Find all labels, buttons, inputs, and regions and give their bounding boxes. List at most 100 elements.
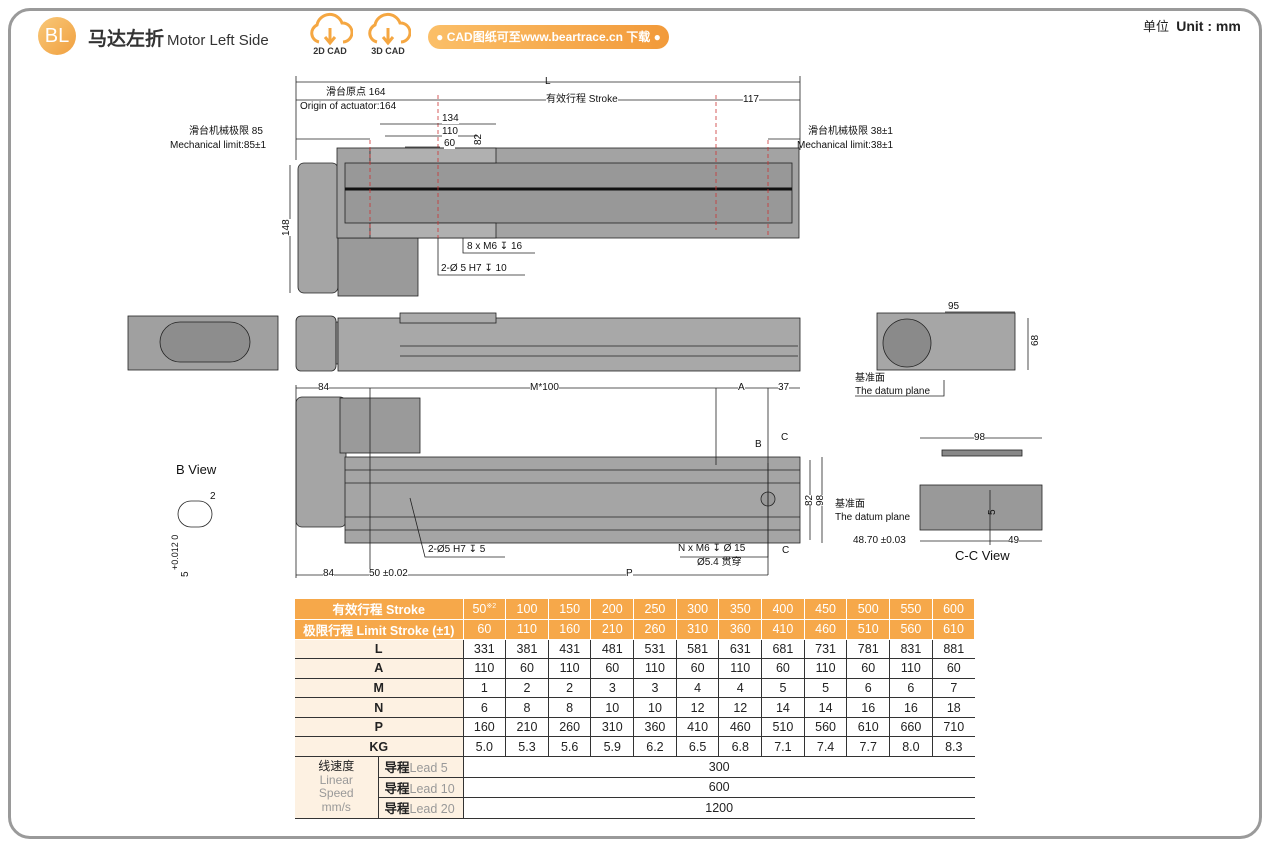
cad-download-link[interactable]: ● CAD图纸可至www.beartrace.cn 下载 ● — [428, 25, 669, 49]
table-cell: 531 — [633, 639, 677, 660]
table-cell: 681 — [761, 639, 805, 660]
table-cell: 6 — [463, 697, 507, 718]
table-cell: 7.4 — [804, 736, 848, 758]
table-cell: 2 — [548, 678, 592, 699]
limit-cell: 410 — [761, 619, 805, 640]
limit-cell: 210 — [590, 619, 635, 640]
cc-dim-49: 49 — [1008, 535, 1020, 546]
table-cell: 10 — [590, 697, 635, 718]
lead-en: Lead 5 — [409, 761, 448, 776]
lead-label: 导程Lead 5 — [378, 756, 464, 778]
table-cell: 3 — [590, 678, 635, 699]
table-cell: 8.0 — [889, 736, 933, 758]
stroke-cell: 600 — [932, 599, 976, 620]
dim-110: 110 — [442, 126, 458, 137]
limit-cell: 360 — [718, 619, 763, 640]
table-cell: 460 — [718, 717, 763, 738]
mech-limit-right-cn: 滑台机械极限 38±1 — [808, 126, 893, 137]
row-label: A — [295, 658, 464, 679]
table-cell: 5.9 — [590, 736, 635, 758]
stroke-cell: 50※2 — [463, 599, 507, 620]
stroke-value: 450 — [815, 601, 836, 616]
lead-cn: 导程 — [384, 761, 410, 776]
dim-50: 50 ±0.02 — [369, 568, 408, 579]
table-cell: 110 — [889, 658, 933, 679]
table-cell: 481 — [590, 639, 635, 660]
mech-limit-right-en: Mechanical limit:38±1 — [797, 140, 894, 151]
row-label: KG — [295, 736, 464, 758]
limit-cell: 110 — [505, 619, 549, 640]
table-cell: 7.7 — [846, 736, 891, 758]
dim-68: 68 — [1030, 334, 1041, 346]
table-cell: 5 — [761, 678, 805, 699]
dim-134: 134 — [442, 113, 459, 124]
table-cell: 60 — [676, 658, 720, 679]
table-cell: 60 — [590, 658, 635, 679]
dim-95: 95 — [948, 301, 960, 312]
table-cell: 110 — [718, 658, 763, 679]
lead-label: 导程Lead 10 — [378, 777, 464, 799]
limit-cell: 260 — [633, 619, 677, 640]
stroke-note: ※2 — [486, 602, 497, 610]
table-cell: 4 — [718, 678, 763, 699]
dim-117: 117 — [743, 94, 759, 105]
table-cell: 410 — [676, 717, 720, 738]
table-cell: 6.2 — [633, 736, 677, 758]
cc-datum-en: The datum plane — [835, 512, 911, 523]
dim-L: L — [545, 76, 551, 87]
origin-cn: 滑台原点 164 — [326, 87, 386, 98]
top-view-drawing — [289, 76, 801, 297]
stroke-value: 200 — [601, 601, 623, 616]
section-C-bottom: C — [782, 545, 790, 556]
through-hole-note: Ø5.4 贯穿 — [697, 557, 742, 568]
table-cell: 560 — [804, 717, 848, 738]
stroke-cell: 350 — [718, 599, 763, 620]
b-view-tolerance: +0.012 0 — [170, 534, 180, 570]
row-label: L — [295, 639, 464, 660]
stroke-cell: 450 — [804, 599, 848, 620]
table-cell: 660 — [889, 717, 933, 738]
datum-en: The datum plane — [855, 386, 931, 397]
table-cell: 360 — [633, 717, 677, 738]
table-cell: 60 — [932, 658, 975, 679]
cc-datum-cn: 基准面 — [835, 499, 865, 510]
stroke-cell: 500 — [846, 599, 891, 620]
lead-cn: 导程 — [384, 802, 410, 817]
speed-en1: Linear — [319, 772, 353, 787]
table-cell: 731 — [804, 639, 848, 660]
limit-label: 极限行程 Limit Stroke (±1) — [295, 619, 464, 640]
stroke-value: 300 — [687, 601, 709, 616]
table-cell: 60 — [505, 658, 549, 679]
table-cell: 5.3 — [505, 736, 549, 758]
speed-value: 600 — [463, 777, 975, 799]
page-frame — [8, 8, 1262, 839]
title-cn: 马达左折 — [88, 29, 165, 50]
origin-en: Origin of actuator:164 — [300, 101, 397, 112]
b-view-dim-2: 2 — [210, 491, 216, 502]
table-cell: 881 — [932, 639, 975, 660]
table-cell: 210 — [505, 717, 549, 738]
table-cell: 610 — [846, 717, 891, 738]
table-cell: 16 — [846, 697, 891, 718]
table-cell: 581 — [676, 639, 720, 660]
table-cell: 110 — [463, 658, 507, 679]
table-cell: 5.0 — [463, 736, 507, 758]
dim-60: 60 — [444, 138, 456, 149]
stroke-value: 50 — [472, 601, 487, 616]
table-cell: 781 — [846, 639, 891, 660]
download-3d-cad-button[interactable]: 3D CAD — [364, 12, 412, 56]
limit-cell: 560 — [889, 619, 933, 640]
m6-holes-note: 8 x M6 ↧ 16 — [467, 241, 523, 252]
side-view-drawing — [127, 311, 1029, 397]
section-B: B — [755, 439, 762, 450]
limit-cell: 610 — [932, 619, 976, 640]
cc-dim-5: 5 — [987, 509, 998, 515]
download-2d-cad-button[interactable]: 2D CAD — [306, 12, 354, 56]
